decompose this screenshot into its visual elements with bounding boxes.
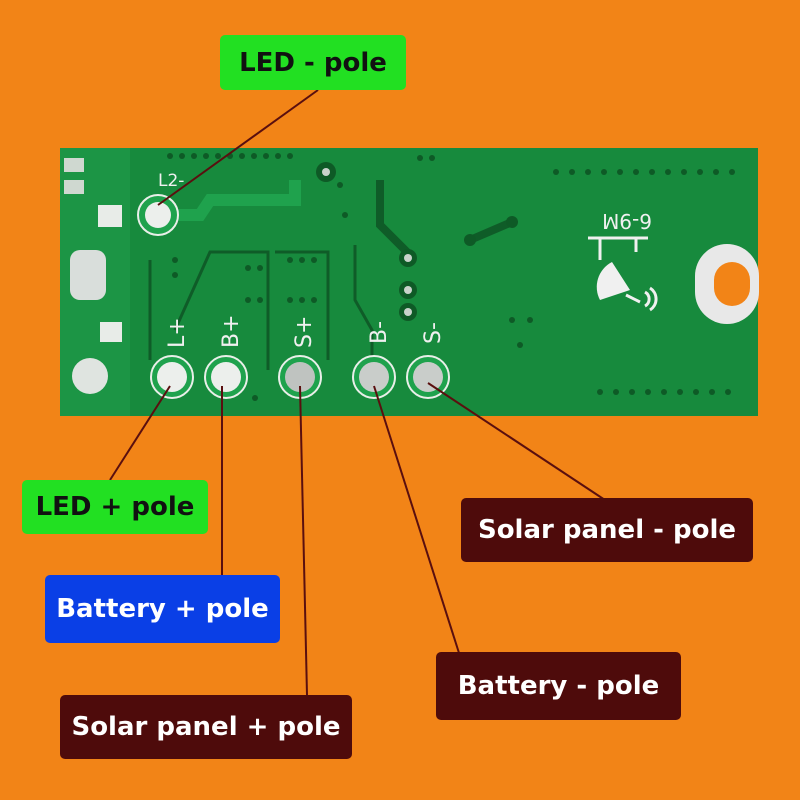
pcb-trace <box>158 180 301 221</box>
leader-lines <box>109 89 606 696</box>
silk-l-plus: L+ <box>165 317 190 348</box>
smd-component <box>64 180 84 194</box>
pcb-trace <box>275 250 330 360</box>
edge-pad <box>72 358 108 394</box>
silk-model: 6-9M <box>602 209 652 233</box>
via-row <box>167 153 735 401</box>
pcb-trace <box>173 250 270 370</box>
silk-b-minus: B- <box>367 321 392 344</box>
pcb-board <box>60 148 759 416</box>
silk-b-plus: B+ <box>219 314 244 348</box>
pcb-trace <box>353 245 374 372</box>
pcb-trace <box>468 218 514 244</box>
smd-component <box>98 205 122 227</box>
callout-solar-plus: Solar panel + pole <box>60 695 352 759</box>
large-via <box>316 162 518 321</box>
silk-s-plus: S+ <box>292 316 317 348</box>
silk-l2-minus: L2- <box>158 171 184 191</box>
callout-led-minus: LED - pole <box>220 35 406 90</box>
callout-battery-minus: Battery - pole <box>436 652 681 720</box>
mounting-slot-hole <box>714 262 750 306</box>
callout-led-plus: LED + pole <box>22 480 208 534</box>
leader-led-minus <box>157 89 319 206</box>
smd-component <box>100 322 122 342</box>
pcb-trace <box>376 180 413 258</box>
callout-solar-minus: Solar panel - pole <box>461 498 753 562</box>
edge-pad <box>70 250 106 300</box>
callout-battery-plus: Battery + pole <box>45 575 280 643</box>
solar-logo <box>588 236 658 312</box>
leader-solar-minus <box>427 382 606 501</box>
leader-led-plus <box>109 385 171 481</box>
silk-s-minus: S- <box>421 322 446 344</box>
leader-solar-plus <box>299 385 308 696</box>
smd-component <box>64 158 84 172</box>
leader-battery-minus <box>373 385 460 654</box>
solder-pads <box>137 194 450 399</box>
